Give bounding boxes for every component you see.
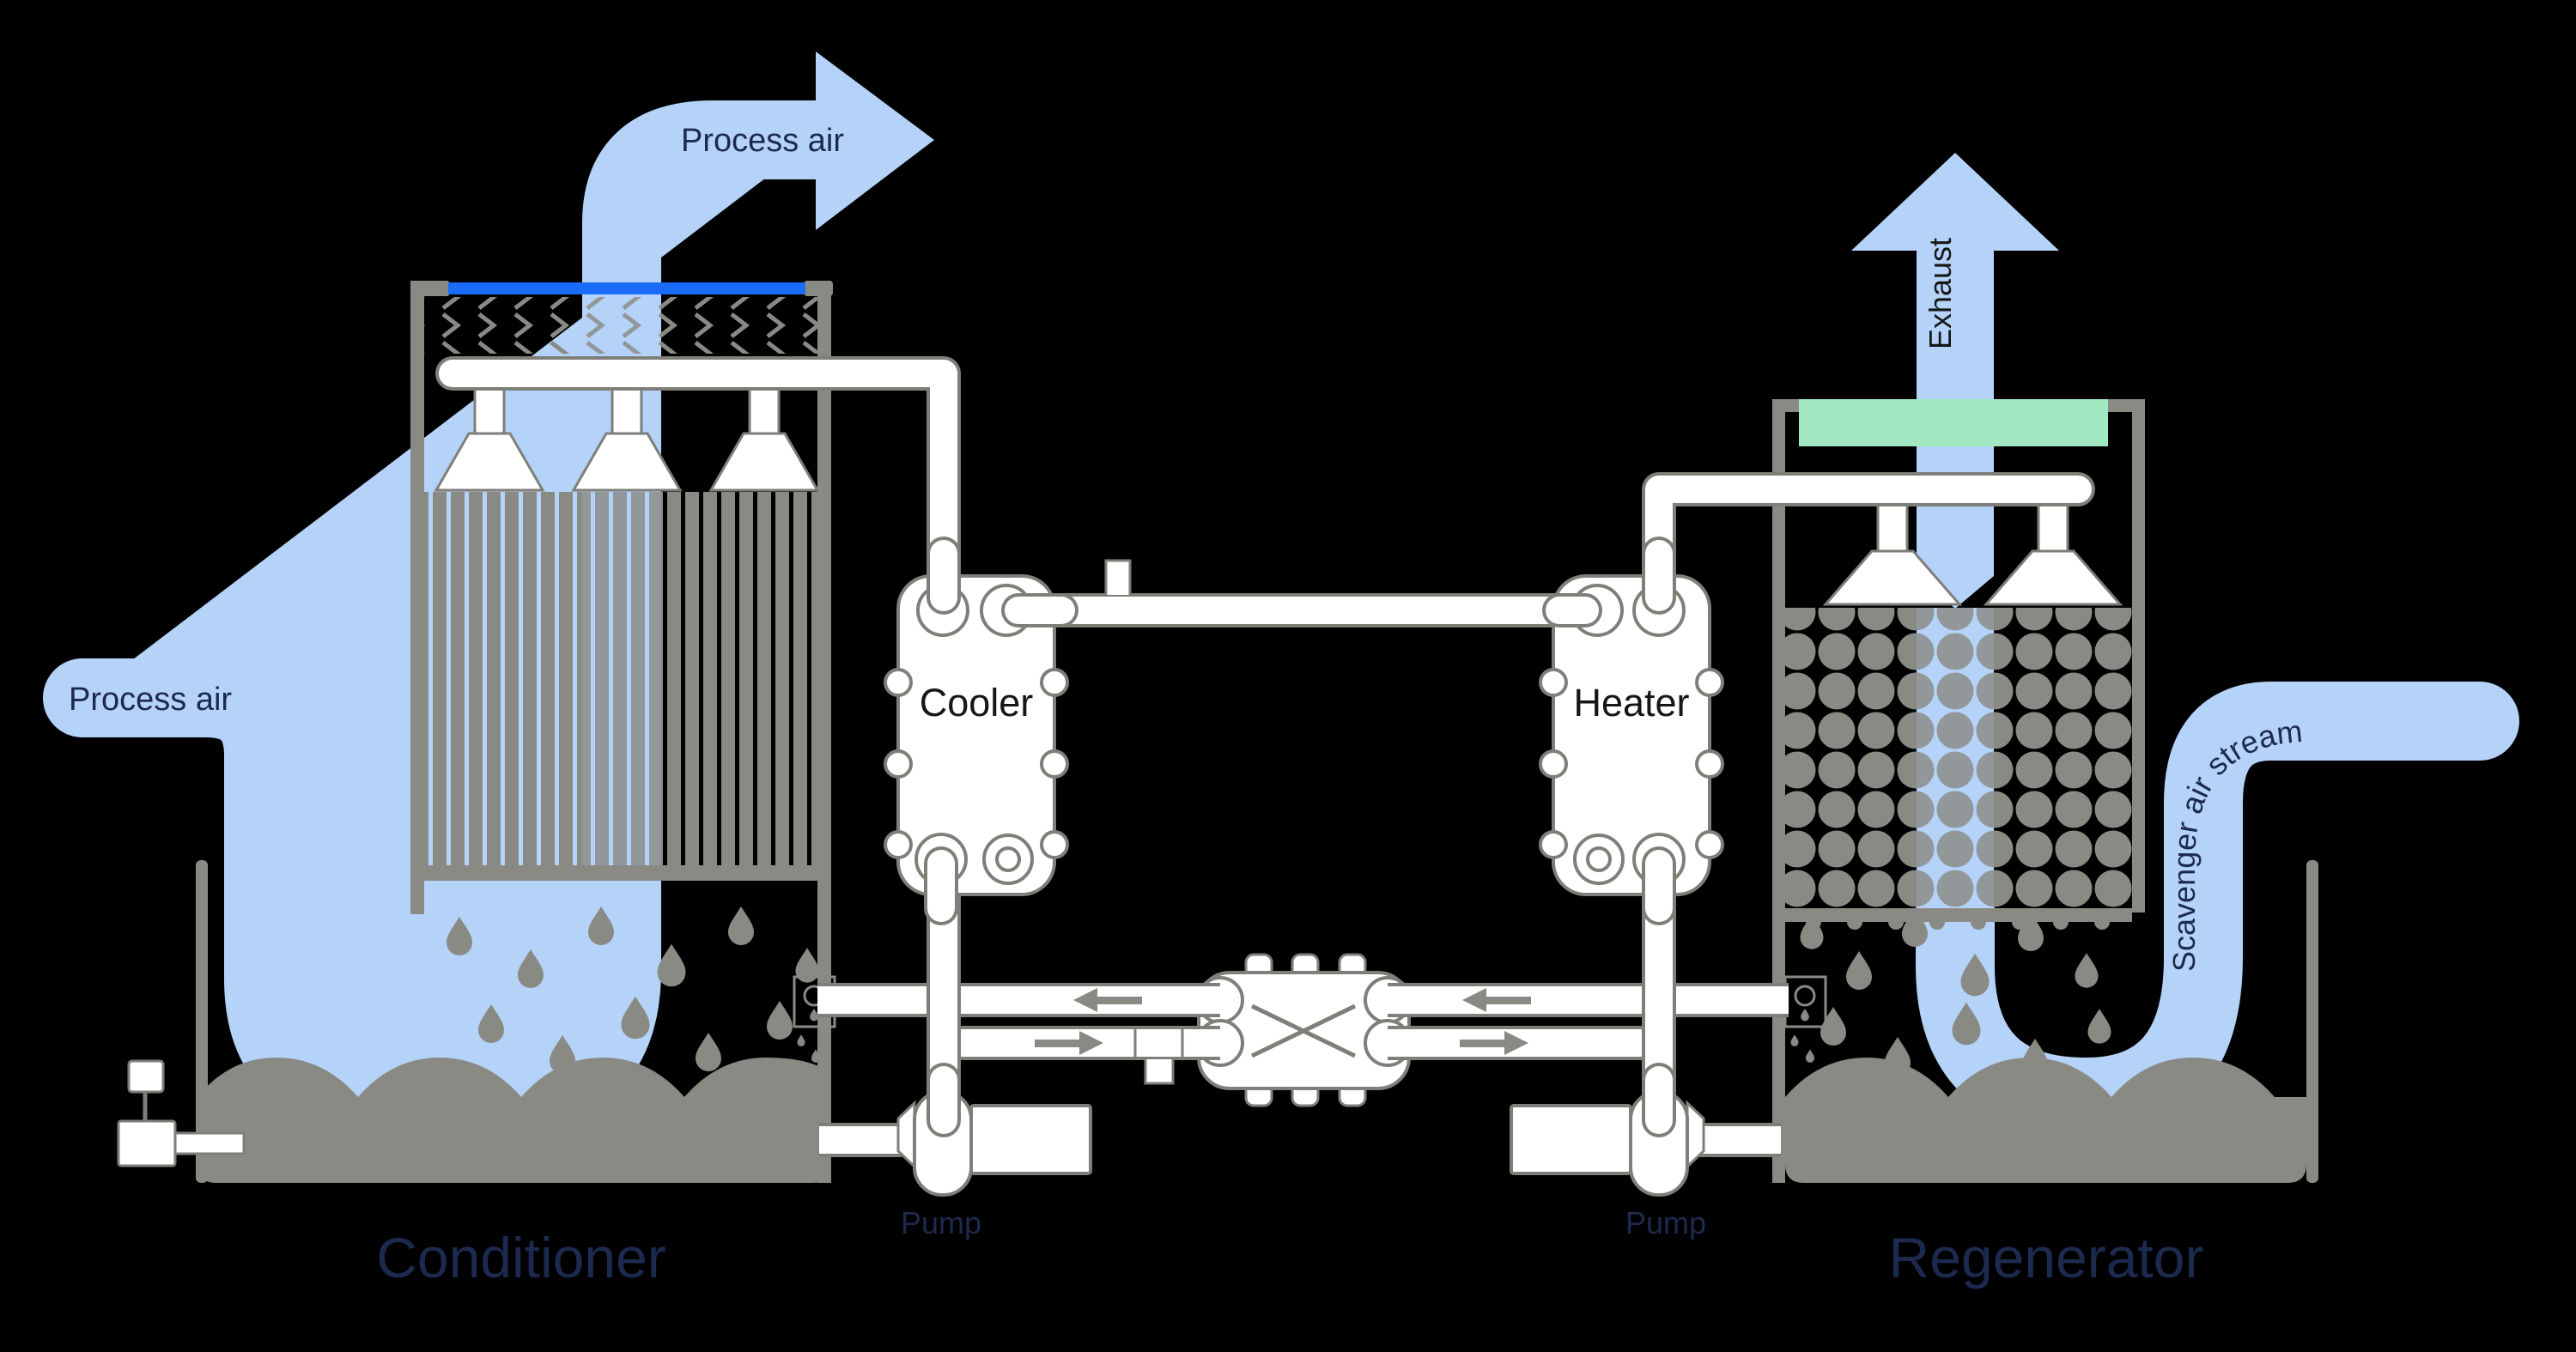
droplet-icon (810, 1008, 818, 1022)
droplet-icon (1805, 1049, 1815, 1063)
cooler-heater-pipe (1006, 559, 1597, 627)
arrow-left-top (1073, 988, 1142, 1012)
cooler-body (896, 574, 1056, 896)
heated-header-bar (1799, 399, 2108, 446)
nozzle-stem (2037, 500, 2069, 555)
arrow-right-bottom (1460, 1031, 1528, 1055)
nozzle-stem (611, 383, 643, 440)
nozzle-funnel (434, 432, 545, 492)
nozzle-funnel (1983, 549, 2123, 606)
pump-right-label: Pump (1625, 1205, 1706, 1240)
interchange-piping (817, 983, 1789, 1085)
makeup-valve (117, 1059, 246, 1167)
conditioner-demister (424, 297, 817, 354)
nozzle-stem (1876, 500, 1909, 555)
regenerator-level-sensor (1783, 975, 1827, 1063)
exhaust-arrowhead (1851, 153, 2059, 251)
conditioner-left-wall (410, 281, 424, 914)
conditioner-frame (410, 281, 833, 1183)
valve-body (117, 1119, 177, 1167)
regenerator-right-wall (2132, 399, 2145, 912)
regenerator-spray-nozzles (1822, 500, 2123, 606)
regenerator-basin-liquid (1785, 1058, 2306, 1183)
pump-left-label: Pump (901, 1205, 981, 1240)
regenerator-left-wall (1772, 399, 1785, 1183)
arrow-left-bottom (1035, 1031, 1103, 1055)
heater: Heater (1539, 537, 1724, 925)
nozzle-stem (748, 383, 781, 440)
process-air-out-arrowhead (816, 52, 934, 230)
arrow-right-top (1462, 988, 1531, 1012)
exhaust-label: Exhaust (1923, 238, 1958, 349)
nozzle-funnel (1822, 549, 1963, 606)
nozzle-funnel (708, 432, 820, 492)
regenerator-title: Regenerator (1889, 1226, 2204, 1289)
pump-right: Pump (1510, 1063, 1706, 1240)
pipe-coupling (1133, 1028, 1184, 1058)
drain-stub (1144, 1059, 1175, 1085)
droplet-icon (1790, 1034, 1799, 1046)
conditioner-right-wall (817, 281, 831, 1183)
flow-arrows (1035, 988, 1531, 1055)
droplet-icon (797, 1034, 805, 1046)
pump-left: Pump (896, 1063, 1092, 1240)
conditioner-basin-liquid (197, 1058, 831, 1183)
process-air-out-label: Process air (681, 123, 844, 159)
fill-drips (1806, 922, 2110, 930)
heater-label: Heater (1573, 681, 1689, 725)
pump-motor (969, 1104, 1092, 1175)
cross-flow-icon (1250, 1003, 1357, 1058)
process-air-in-label: Process air (69, 682, 232, 718)
cooler-label: Cooler (920, 681, 1034, 725)
cooler: Cooler (884, 537, 1078, 925)
heater-body (1552, 574, 1711, 896)
vent-stub (1104, 559, 1132, 595)
conditioner-spray-nozzles (434, 383, 820, 492)
valve-outlet-pipe (173, 1131, 246, 1155)
regenerator-basin-right-wall (2306, 860, 2318, 1183)
bulb-icon (1794, 985, 1816, 1007)
regenerator-fill-bottom-bar (1785, 908, 2132, 922)
regenerator-fill-media (1785, 608, 2132, 930)
interchange-heat-exchanger (1193, 953, 1415, 1107)
pump-motor (1510, 1104, 1632, 1175)
nozzle-funnel (571, 432, 683, 492)
nozzle-stem (473, 383, 506, 440)
droplet-icon (1801, 1008, 1809, 1022)
conditioner-title: Conditioner (376, 1226, 666, 1289)
conditioner-fill-media (424, 492, 817, 881)
chilled-header-bar (448, 282, 805, 294)
conditioner-fill-bottom-bar (424, 865, 817, 881)
